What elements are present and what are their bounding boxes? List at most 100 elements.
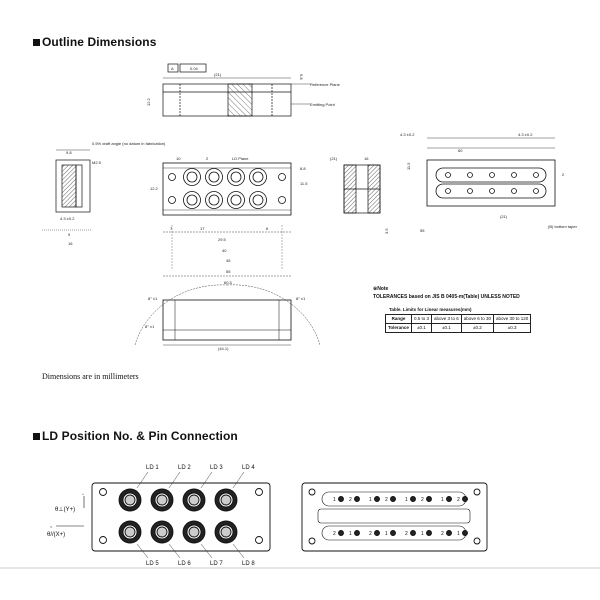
axis-x-label: θ//(X+) [47,532,65,538]
pin-connection-view [301,482,488,552]
draft-note: 0.5% draft angle (no datum in fabricatio… [92,141,166,146]
svg-text:2: 2 [457,497,460,503]
svg-text:2: 2 [441,531,444,537]
svg-text:M2.5: M2.5 [92,160,102,165]
ld-label-5: LD 5 [146,561,159,567]
svg-text:3.5: 3.5 [384,228,389,234]
tolerance-frame [179,63,207,73]
table-cell: Range [385,314,412,324]
table-cell: Tolerance [385,323,412,333]
bottom-view: 4.3 ±0.2 4.3 ±0.2 60 (21) 2 (B) bottom t… [400,132,578,233]
svg-text:1: 1 [421,531,424,537]
svg-text:11.5: 11.5 [300,181,308,186]
datum-box [167,63,179,73]
svg-text:8° ±1: 8° ±1 [296,296,306,301]
svg-text:8° ±1: 8° ±1 [148,296,158,301]
side-view-left: 9.8 0.5% draft angle (no datum in fabric… [42,141,166,246]
bullet-square-icon [33,39,40,46]
svg-text:^: ^ [82,492,84,497]
svg-text:2: 2 [385,497,388,503]
table-cell: ±0.2 [460,323,495,333]
table-row: Tolerance ±0.1 ±0.1 ±0.2 ±0.3 [385,323,532,333]
svg-text:55: 55 [226,269,231,274]
ld-position-body [91,482,271,552]
pin-row-bottom [338,530,468,536]
note-mark: ※Note [373,286,389,292]
ref-plane-label: Reference Plane [310,82,341,87]
ld-label-7: LD 7 [210,561,223,567]
svg-text:16: 16 [364,156,369,161]
svg-text:2: 2 [333,531,336,537]
ld-label-4: LD 4 [242,465,255,471]
outline-dimensions-title: Outline Dimensions [33,35,156,49]
table-cell: above 3 to 6 [430,314,462,324]
ld-label-3: LD 3 [210,465,223,471]
svg-text:11.5: 11.5 [406,162,411,170]
svg-text:4.3 ±0.2: 4.3 ±0.2 [400,132,415,137]
top-view-hatch [227,83,253,117]
svg-text:2: 2 [421,497,424,503]
pin-labels-bottom: 2 1 2 1 2 1 2 1 [333,531,460,537]
svg-text:A: A [171,66,174,71]
svg-text:(21): (21) [214,72,222,77]
svg-text:2: 2 [562,172,565,177]
tolerance-table: Range 0.5 to 3 above 3 to 6 above 6 to 3… [385,314,532,333]
bullet-square-icon [33,433,40,440]
pin-view-body [301,482,488,552]
svg-text:1: 1 [385,531,388,537]
svg-text:4.3 ±0.2: 4.3 ±0.2 [518,132,533,137]
bottom-view-body [426,159,556,207]
svg-text:12.2: 12.2 [150,186,159,191]
svg-text:2: 2 [349,497,352,503]
table-cell: ±0.1 [410,323,432,333]
svg-text:1: 1 [369,497,372,503]
svg-text:29.5: 29.5 [218,237,227,242]
end-view-small: (21) 16 3.5 [330,156,389,234]
svg-text:60: 60 [458,148,463,153]
ld-lens-row-top [118,488,238,512]
table-cell: ±0.3 [493,323,532,333]
svg-text:7: 7 [170,226,173,231]
svg-text:8.8: 8.8 [300,166,306,171]
ld-position-front [91,471,271,559]
svg-text:55: 55 [420,228,425,233]
svg-text:1: 1 [349,531,352,537]
units-caption: Dimensions are in millimeters [42,372,139,381]
note-text: TOLERANCES based on JIS B 0405-m(Table) … [373,294,520,300]
svg-text:<: < [50,524,53,529]
side-view-body [55,159,91,213]
ld-label-8: LD 8 [242,561,255,567]
bottom-profile-view: 8° ±1 8° ±1 8° ±1 (44.1) [134,284,321,351]
svg-text:60.5: 60.5 [224,280,233,285]
svg-text:4.3 ±0.2: 4.3 ±0.2 [60,216,75,221]
front-view-body [162,162,292,216]
tolerance-table-caption: Table. Limits for Linear measures(mm) [389,307,472,312]
svg-text:0.04: 0.04 [190,66,199,71]
ld-label-2: LD 2 [178,465,191,471]
ld-plane-label: LD Plane [232,156,249,161]
svg-text:2: 2 [405,531,408,537]
top-view-small: A 0.04 (21) Reference Plane Emitting Poi… [146,63,341,117]
svg-text:45: 45 [226,258,231,263]
front-view-main: 2 LD Plane 10 8.8 11.5 12.2 7 17 6 29.5 … [150,156,308,285]
table-cell: above 30 to 120 [493,314,532,324]
front-view-windows [183,168,267,209]
svg-text:9.8: 9.8 [299,74,304,80]
profile-body [162,299,292,341]
svg-text:12.2: 12.2 [146,97,151,106]
ld-label-6: LD 6 [178,561,191,567]
bottom-taper-label: (B) bottom taper [548,224,578,229]
svg-text:1: 1 [405,497,408,503]
svg-text:(44.1): (44.1) [218,346,229,351]
svg-text:17: 17 [200,226,205,231]
svg-text:9: 9 [68,232,71,237]
svg-text:40: 40 [222,248,227,253]
table-cell: ±0.1 [430,323,462,333]
axis-indicator: θ⊥(Y+) ^ θ//(X+) < [47,492,85,538]
svg-text:16: 16 [68,241,73,246]
svg-text:1: 1 [441,497,444,503]
svg-text:2: 2 [206,156,209,161]
side-view-hatch [61,164,77,208]
ld-label-1: LD 1 [146,465,159,471]
